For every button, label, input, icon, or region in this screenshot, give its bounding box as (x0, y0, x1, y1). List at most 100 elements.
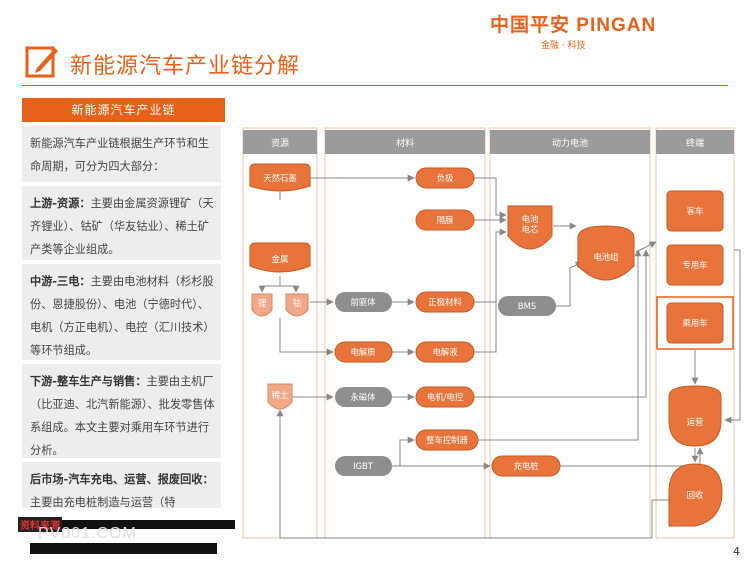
column-header-resources (243, 130, 317, 154)
watermark: PV001.COM (38, 525, 137, 542)
upstream-text: 主要由金属资源锂矿（天齐锂业）、钴矿（华友钴业）、稀土矿产类等企业组成。 (30, 197, 214, 256)
node-recycling-label: 回收 (687, 490, 704, 500)
redaction-bar (30, 543, 217, 554)
connector (474, 302, 497, 353)
column-frame-materials (324, 127, 486, 539)
redaction-bar (30, 520, 235, 529)
node-vehicle-controller (415, 429, 479, 451)
brand-logo: 中国平安 PINGAN (490, 15, 657, 36)
column-header-materials (325, 130, 485, 154)
column-header-resources-label: 资源 (271, 138, 289, 149)
node-lithium (251, 293, 273, 317)
node-bms-label: BMS (518, 301, 536, 311)
node-charging-pile-label: 充电桩 (513, 461, 539, 471)
battery-nodes: 电池电芯 BMS 电池组 充电桩 (491, 205, 635, 477)
column-header-battery (490, 130, 650, 154)
page-number: 4 (733, 545, 740, 558)
node-cobalt-label: 钴 (293, 298, 302, 308)
aftermarket-title: 后市场-汽车充电、运营、报废回收： (30, 472, 214, 486)
node-operation (668, 385, 722, 447)
connector (556, 261, 583, 307)
node-charging-pile (491, 455, 561, 477)
node-rare-earth-label: 稀土 (272, 390, 289, 400)
column-header-materials-label: 材料 (396, 137, 414, 149)
terminal-nodes: 客车 专用车 乘用车 运营 回收 (656, 190, 734, 527)
node-cathode-label: 正极材料 (428, 297, 462, 307)
midstream-block: 中游-三电：主要由电池材料（杉杉股份、恩捷股份）、电池（宁德时代）、电机（方正电… (22, 264, 221, 360)
intro-text: 新能源汽车产业链根据生产环节和生命周期，可分为四大部分： (30, 137, 210, 173)
node-metal-label: 金属 (272, 254, 289, 264)
column-headers: 资源 材料 动力电池 终端 (243, 130, 734, 154)
page-title: 新能源汽车产业链分解 (70, 54, 301, 79)
node-permanent-magnet-label: 永磁体 (350, 392, 376, 402)
node-igbt-label: IGBT (353, 461, 374, 471)
node-electrolyte-label: 电解液 (432, 347, 458, 357)
downstream-block: 下游-整车生产与销售：主要由主机厂（比亚迪、北汽新能源）、批发零售体系组成。本文… (22, 364, 221, 458)
node-anode (415, 167, 475, 189)
node-bus-label: 客车 (687, 206, 704, 216)
connector (560, 447, 704, 467)
resource-nodes: 天然石墨 金属 锂 钴 稀土 (249, 163, 311, 410)
node-electrolyte-salt-label: 电解质 (350, 347, 375, 357)
node-battery-pack-label: 电池组 (593, 252, 619, 262)
node-motor-control-label: 电机/电控 (427, 392, 464, 402)
node-permanent-magnet (335, 387, 392, 407)
node-special-vehicle-label: 专用车 (682, 260, 707, 270)
connector (392, 436, 415, 467)
node-lithium-label: 锂 (258, 298, 266, 308)
node-anode-label: 负极 (437, 173, 454, 183)
node-operation-label: 运营 (687, 417, 704, 427)
passenger-car-highlight (656, 296, 734, 350)
upstream-block: 上游-资源：主要由金属资源锂矿（天齐锂业）、钴矿（华友钴业）、稀土矿产类等企业组… (22, 186, 221, 260)
intro-block: 新能源汽车产业链根据生产环节和生命周期，可分为四大部分： (22, 126, 221, 182)
node-natural-graphite-label: 天然石墨 (263, 173, 297, 183)
connector (279, 318, 334, 356)
column-header-battery-label: 动力电池 (552, 137, 588, 149)
connector (474, 177, 507, 219)
node-passenger-car-label: 乘用车 (682, 318, 707, 328)
brand-tagline: 金融 · 科技 (541, 41, 586, 51)
node-recycling (668, 463, 723, 527)
downstream-title: 下游-整车生产与销售： (30, 374, 147, 388)
node-precursor (335, 292, 392, 312)
node-separator-label: 隔膜 (437, 215, 454, 225)
node-special-vehicle (666, 244, 724, 286)
node-precursor-label: 前驱体 (350, 297, 376, 307)
node-cathode (415, 291, 475, 313)
upstream-title: 上游-资源： (30, 196, 91, 210)
node-battery-pack (577, 225, 635, 281)
node-rare-earth (267, 383, 293, 410)
node-cell (507, 205, 553, 250)
node-passenger-car (666, 302, 724, 344)
node-cell-label: 电池电芯 (522, 214, 539, 235)
connector (474, 249, 650, 398)
node-electrolyte (415, 341, 475, 363)
column-header-terminal-label: 终端 (686, 137, 704, 149)
aftermarket-block: 后市场-汽车充电、运营、报废回收： 主要由充电桩制造与运营（特 (22, 462, 221, 508)
downstream-text: 主要由主机厂（比亚迪、北汽新能源）、批发零售体系组成。本文主要对乘用车环节进行分… (30, 375, 215, 457)
node-motor-control (415, 386, 475, 408)
node-bms (498, 296, 556, 316)
node-cobalt (285, 293, 309, 317)
node-igbt (335, 456, 392, 476)
node-metal (249, 242, 311, 273)
node-bus (666, 190, 724, 232)
midstream-title: 中游-三电： (30, 274, 91, 288)
connector (478, 249, 642, 441)
aftermarket-text: 主要由充电桩制造与运营（特 (30, 496, 176, 508)
source-label: 资料来源 (18, 517, 62, 532)
connectors (258, 174, 741, 539)
column-frame-terminal (655, 127, 735, 539)
node-electrolyte-salt (334, 341, 393, 363)
connector (258, 276, 281, 293)
material-nodes: 负极 隔膜 前驱体 正极材料 电解质 电解液 永磁体 电机/电控 整车控制器 I… (334, 167, 479, 476)
midstream-text: 主要由电池材料（杉杉股份、恩捷股份）、电池（宁德时代）、电机（方正电机）、电控（… (30, 275, 215, 357)
node-vehicle-controller-label: 整车控制器 (426, 435, 468, 445)
connector (724, 249, 741, 424)
connector (280, 285, 300, 293)
connector (279, 420, 670, 539)
title-divider (22, 85, 728, 86)
node-natural-graphite (249, 163, 311, 192)
connector (474, 228, 507, 303)
